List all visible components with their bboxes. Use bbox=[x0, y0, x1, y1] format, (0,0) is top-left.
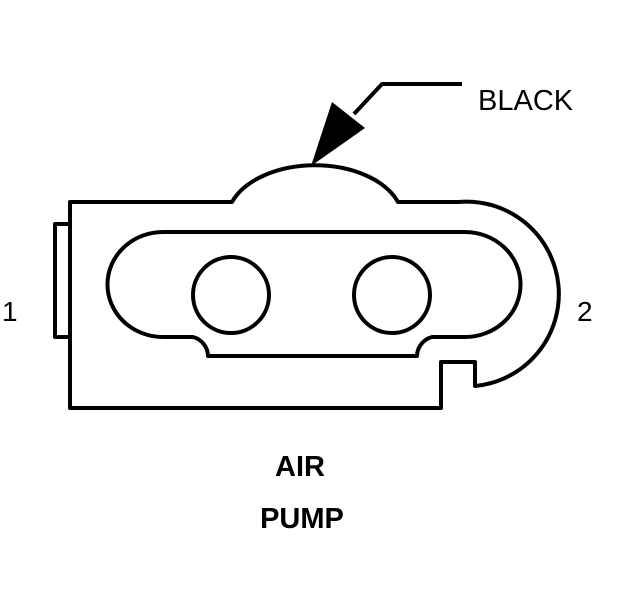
diagram-title-line-1: AIR bbox=[275, 451, 325, 483]
terminal-cavity bbox=[105, 230, 523, 358]
terminal-1 bbox=[191, 255, 271, 335]
terminal-2 bbox=[352, 255, 432, 335]
pin-2-label: 2 bbox=[577, 296, 593, 327]
callout-leader-line bbox=[352, 82, 462, 116]
diagram-title-line-2: PUMP bbox=[260, 503, 344, 535]
callout-arrowhead bbox=[311, 102, 365, 166]
callout-label: BLACK bbox=[478, 85, 574, 117]
connector-housing bbox=[68, 163, 561, 410]
pin-1-label: 1 bbox=[2, 296, 18, 327]
locking-tab bbox=[53, 222, 70, 339]
